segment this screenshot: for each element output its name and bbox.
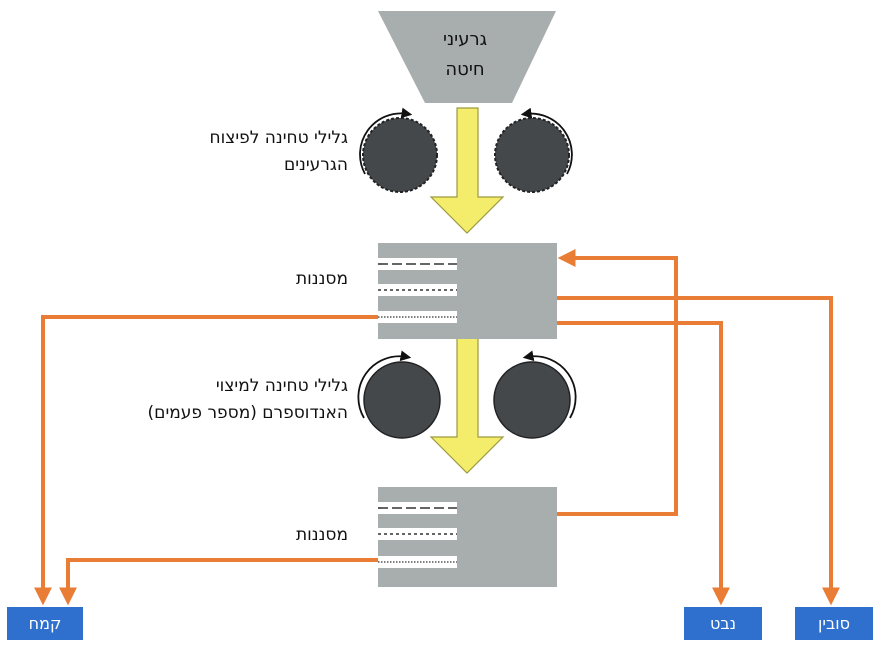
hopper-label: גרעיני חיטה: [405, 25, 525, 85]
grain-hopper: [378, 11, 556, 103]
output-bran: סובין: [795, 607, 873, 640]
reduction-rollers-label-line1: גלילי טחינה למיצוי: [215, 376, 348, 396]
grain-flow-arrow-top: [429, 107, 505, 234]
break-rollers: [359, 107, 573, 193]
flow-top-sifter-to-bran: [557, 296, 840, 606]
rotation-arrow-right-top: [520, 107, 573, 175]
output-flour: קמח: [7, 607, 83, 640]
flow-bottom-sifter-to-flour: [59, 558, 378, 606]
flow-top-sifter-to-germ: [557, 321, 730, 606]
break-rollers-label-line2: הגרעינים: [283, 155, 348, 175]
rotation-arrow-left-top: [359, 107, 413, 175]
reduction-rollers: [357, 350, 577, 439]
reduction-roller-left: [363, 361, 441, 439]
rotation-arrow-right-bottom: [522, 350, 577, 419]
rotation-arrow-left-bottom: [357, 350, 412, 419]
reduction-rollers-label-line2: האנדוספרם (מספר פעמים): [147, 403, 348, 423]
hopper-label-line1: גרעיני: [442, 29, 488, 50]
reduction-roller-right: [493, 361, 571, 439]
sifter-bottom: [378, 487, 557, 587]
hopper-label-line2: חיטה: [445, 59, 485, 80]
flow-top-sifter-to-flour: [34, 315, 378, 606]
reduction-rollers-label: גלילי טחינה למיצוי האנדוספרם (מספר פעמים…: [60, 373, 348, 427]
output-germ: נבט: [684, 607, 762, 640]
sifter-top-label: מסננות: [296, 269, 348, 289]
break-rollers-label: גלילי טחינה לפיצוח הגרעינים: [120, 125, 349, 179]
sifter-bottom-label: מסננות: [296, 525, 348, 545]
break-rollers-label-line1: גלילי טחינה לפיצוח: [209, 128, 349, 148]
sifter-top: [378, 243, 557, 339]
flow-bottom-sifter-recycle: [557, 249, 678, 516]
